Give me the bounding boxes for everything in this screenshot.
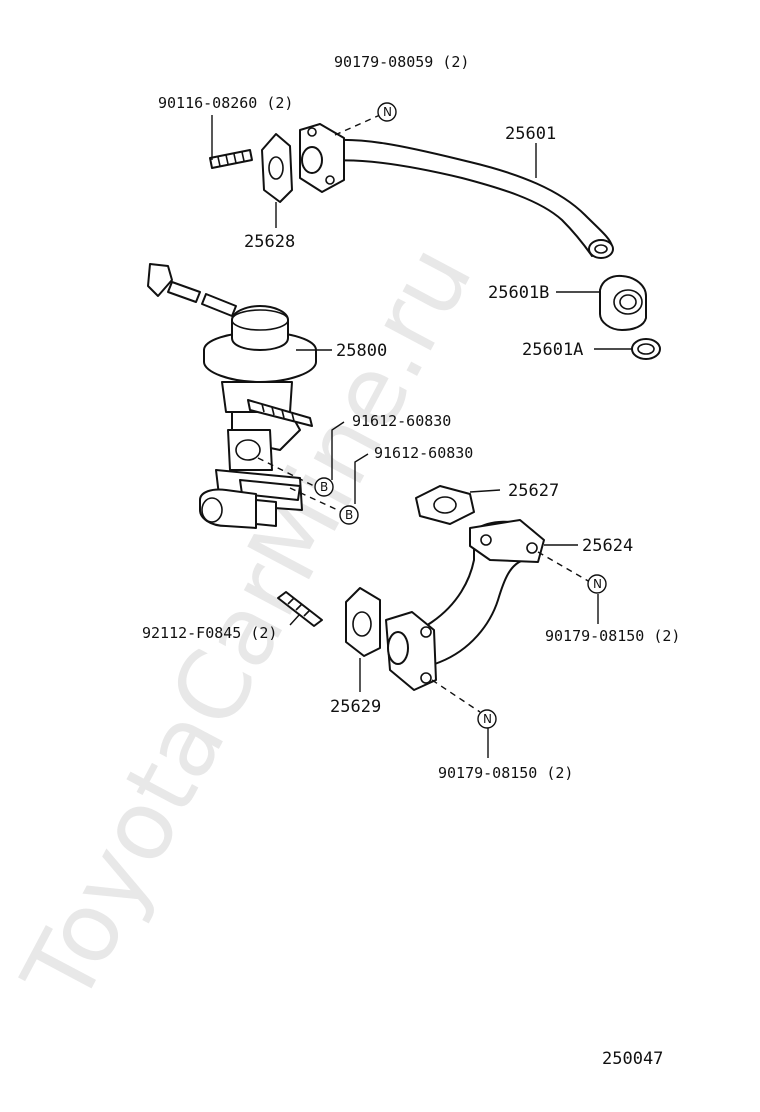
label-25800[interactable]: 25800: [336, 341, 387, 361]
diagram-code: 250047: [602, 1049, 663, 1069]
gasket-25627[interactable]: [415, 485, 475, 525]
stud-90116-08260[interactable]: [209, 149, 253, 169]
symbol-n-upper: N: [377, 102, 397, 122]
fitting-25601B[interactable]: [599, 274, 647, 331]
egr-valve-25800[interactable]: [147, 263, 317, 529]
symbol-n-lower: N: [477, 709, 497, 729]
svg-text:B: B: [345, 508, 353, 522]
label-25627[interactable]: 25627: [508, 481, 559, 501]
label-25624[interactable]: 25624: [582, 536, 633, 556]
label-91612-60830-a[interactable]: 91612-60830: [352, 412, 451, 430]
label-90179-08150-b[interactable]: 90179-08150 (2): [438, 764, 573, 782]
label-25601A[interactable]: 25601A: [522, 340, 583, 360]
label-91612-60830-b[interactable]: 91612-60830: [374, 444, 473, 462]
label-90179-08059[interactable]: 90179-08059 (2): [334, 53, 469, 71]
label-25601[interactable]: 25601: [505, 124, 556, 144]
label-25629[interactable]: 25629: [330, 697, 381, 717]
stud-92112-F0845[interactable]: [277, 591, 323, 627]
gasket-25628[interactable]: [261, 133, 293, 203]
label-25601B[interactable]: 25601B: [488, 283, 549, 303]
svg-text:N: N: [383, 105, 392, 119]
label-90179-08150-a[interactable]: 90179-08150 (2): [545, 627, 680, 645]
label-90116-08260[interactable]: 90116-08260 (2): [158, 94, 293, 112]
symbol-b-2: B: [339, 505, 359, 525]
symbol-b-1: B: [314, 477, 334, 497]
svg-text:N: N: [593, 577, 602, 591]
gasket-25629[interactable]: [345, 587, 381, 657]
egr-pipe-25601[interactable]: [299, 123, 614, 259]
ring-25601A[interactable]: [631, 338, 661, 360]
label-25628[interactable]: 25628: [244, 232, 295, 252]
egr-pipe-25624[interactable]: [385, 519, 545, 691]
svg-text:B: B: [320, 480, 328, 494]
label-92112-F0845[interactable]: 92112-F0845 (2): [142, 624, 277, 642]
svg-text:N: N: [483, 712, 492, 726]
symbol-n-right: N: [587, 574, 607, 594]
